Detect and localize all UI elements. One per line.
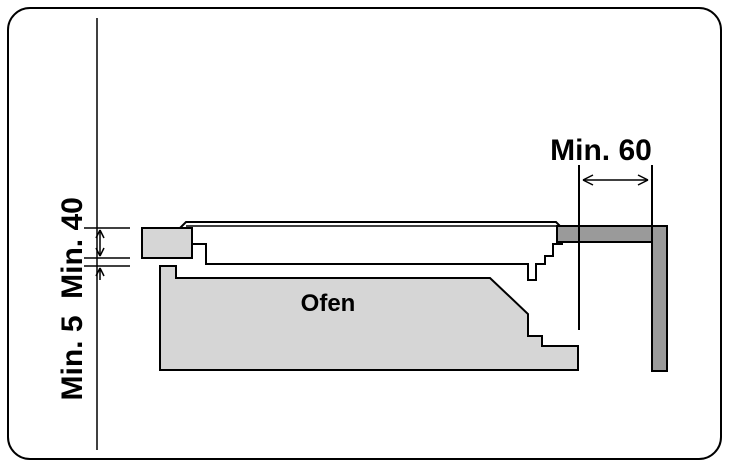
oven-label: Ofen: [301, 290, 356, 317]
top-clearance-label: Min. 40: [56, 197, 89, 299]
side-clearance-label: Min. 60: [550, 134, 652, 167]
countertop-right: [556, 225, 668, 243]
countertop-left: [141, 227, 193, 259]
side-wall-right: [651, 225, 668, 372]
arrowhead-min5: [95, 267, 105, 280]
arrowhead-right: [637, 174, 649, 186]
bottom-clearance-label: Min. 5: [56, 315, 89, 400]
oven-body: [159, 265, 579, 371]
arrowhead-bottom: [95, 247, 105, 257]
arrowhead-left: [582, 174, 594, 186]
arrowhead-top: [95, 229, 105, 239]
